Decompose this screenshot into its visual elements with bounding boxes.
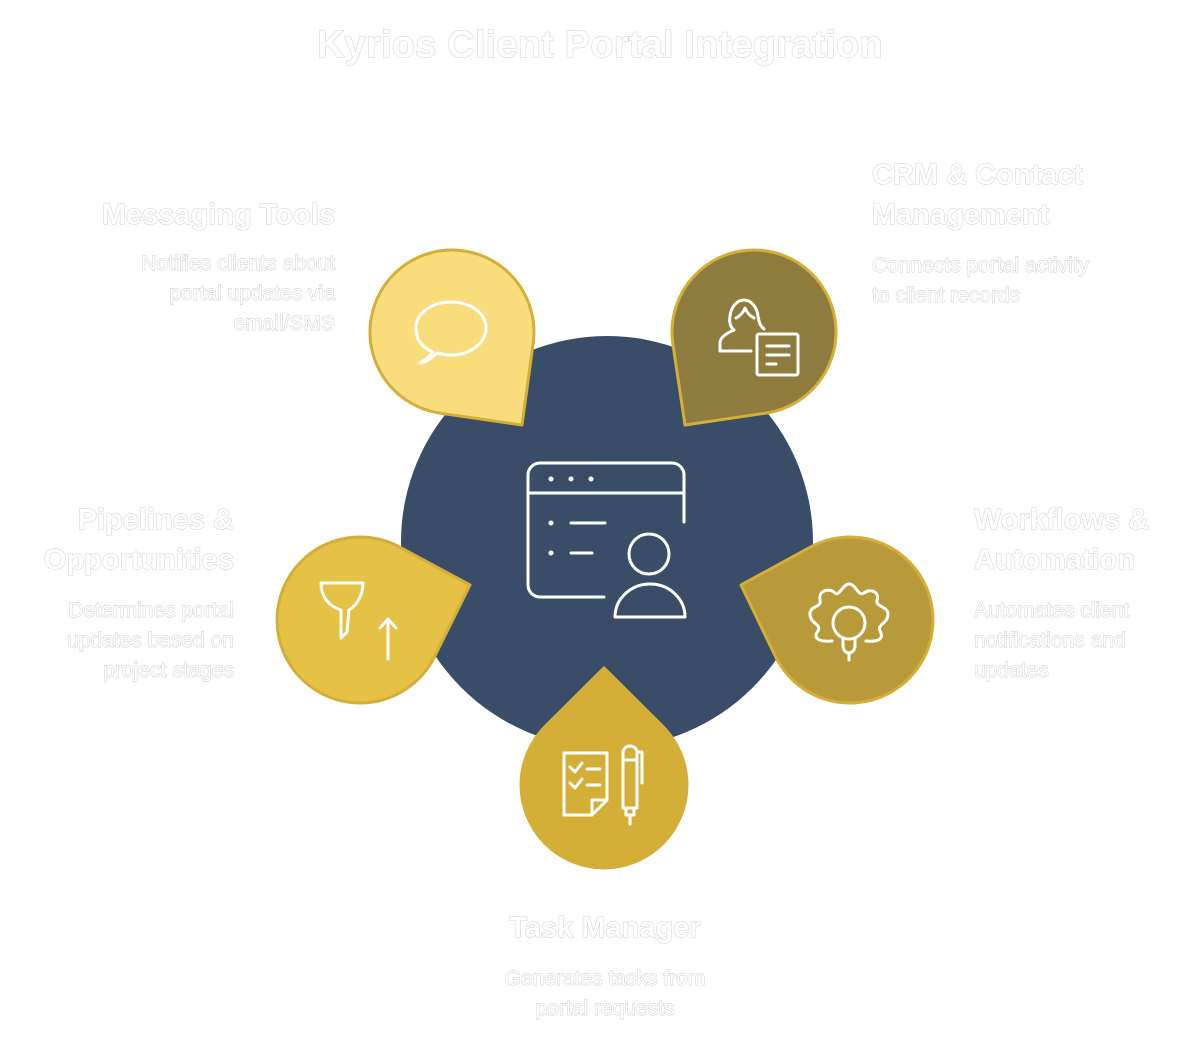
pipelines-title-line: Opportunities — [43, 544, 234, 577]
workflows-title: Workflows & Automation — [974, 500, 1200, 580]
messaging-label: Messaging Tools Notifies clients about p… — [15, 195, 335, 339]
pipelines-title: Pipelines & Opportunities — [0, 500, 234, 580]
pipelines-desc-line: project stages — [103, 659, 235, 683]
crm-title-line: CRM & Contact — [872, 159, 1084, 192]
contact-record-icon — [718, 298, 800, 377]
pipelines-drop — [275, 535, 472, 705]
speech-bubble-icon — [414, 300, 488, 365]
pipelines-desc-line: Determines portal — [68, 599, 235, 623]
crm-desc-line: to client records — [872, 284, 1021, 308]
pipelines-description: Determines portal updates based on proje… — [0, 596, 235, 686]
workflows-title-line: Automation — [974, 544, 1136, 577]
crm-label: CRM & Contact Management Connects portal… — [872, 155, 1192, 311]
task-title: Task Manager — [509, 912, 701, 945]
workflows-title-line: Workflows & — [974, 504, 1150, 537]
task-description: Generates tasks from portal requests — [400, 964, 810, 1024]
pipelines-label: Pipelines & Opportunities Determines por… — [0, 500, 234, 686]
crm-drop — [670, 248, 838, 427]
task-drop — [519, 666, 689, 870]
crm-description: Connects portal activity to client recor… — [872, 251, 1192, 311]
workflows-desc-line: notifications and — [974, 629, 1127, 653]
crm-title-line: Management — [872, 199, 1050, 232]
messaging-title: Messaging Tools — [101, 199, 335, 232]
portal-user-icon — [526, 461, 687, 619]
crm-title: CRM & Contact Management — [872, 155, 1192, 235]
hub-circle — [401, 336, 813, 748]
diagram-title: Kyrios Client Portal Integration — [317, 24, 884, 67]
task-desc-line: portal requests — [535, 997, 675, 1021]
funnel-up-icon — [319, 581, 398, 661]
workflows-description: Automates client notifications and updat… — [974, 596, 1200, 686]
pipelines-desc-line: updates based on — [67, 629, 235, 653]
messaging-desc-line: portal updates via — [169, 282, 336, 306]
messaging-description: Notifies clients about portal updates vi… — [15, 249, 336, 339]
pipelines-title-line: Pipelines & — [77, 504, 234, 537]
workflows-desc-line: Automates client — [974, 599, 1130, 623]
workflows-desc-line: updates — [974, 659, 1050, 683]
checklist-pen-icon — [562, 744, 644, 826]
messaging-desc-line: email/SMS — [233, 312, 335, 336]
workflows-drop — [739, 535, 935, 705]
messaging-desc-line: Notifies clients about — [141, 252, 336, 276]
task-desc-line: Generates tasks from — [504, 967, 706, 991]
task-label: Task Manager Generates tasks from portal… — [400, 908, 810, 1024]
messaging-drop — [368, 248, 536, 427]
workflows-label: Workflows & Automation Automates client … — [974, 500, 1200, 686]
crm-desc-line: Connects portal activity — [872, 254, 1090, 278]
gear-bulb-icon — [808, 582, 890, 662]
